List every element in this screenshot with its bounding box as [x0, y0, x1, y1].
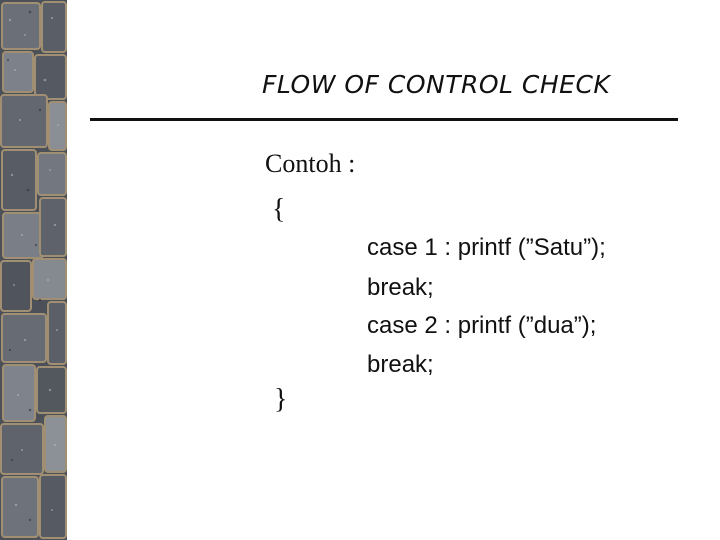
- title-divider: [90, 118, 678, 121]
- code-close-brace: }: [274, 384, 288, 415]
- code-line-case2: case 2 : printf (”dua”);: [367, 312, 597, 339]
- stone-wall-image: [0, 0, 67, 540]
- code-line-break2: break;: [367, 351, 434, 378]
- example-label: Contoh :: [265, 149, 356, 178]
- code-line-case1: case 1 : printf (”Satu”);: [367, 234, 606, 261]
- code-open-brace: {: [272, 194, 286, 225]
- slide-title: FLOW OF CONTROL CHECK: [262, 70, 611, 99]
- stone-wall-decoration: [0, 0, 67, 540]
- code-line-break1: break;: [367, 274, 434, 301]
